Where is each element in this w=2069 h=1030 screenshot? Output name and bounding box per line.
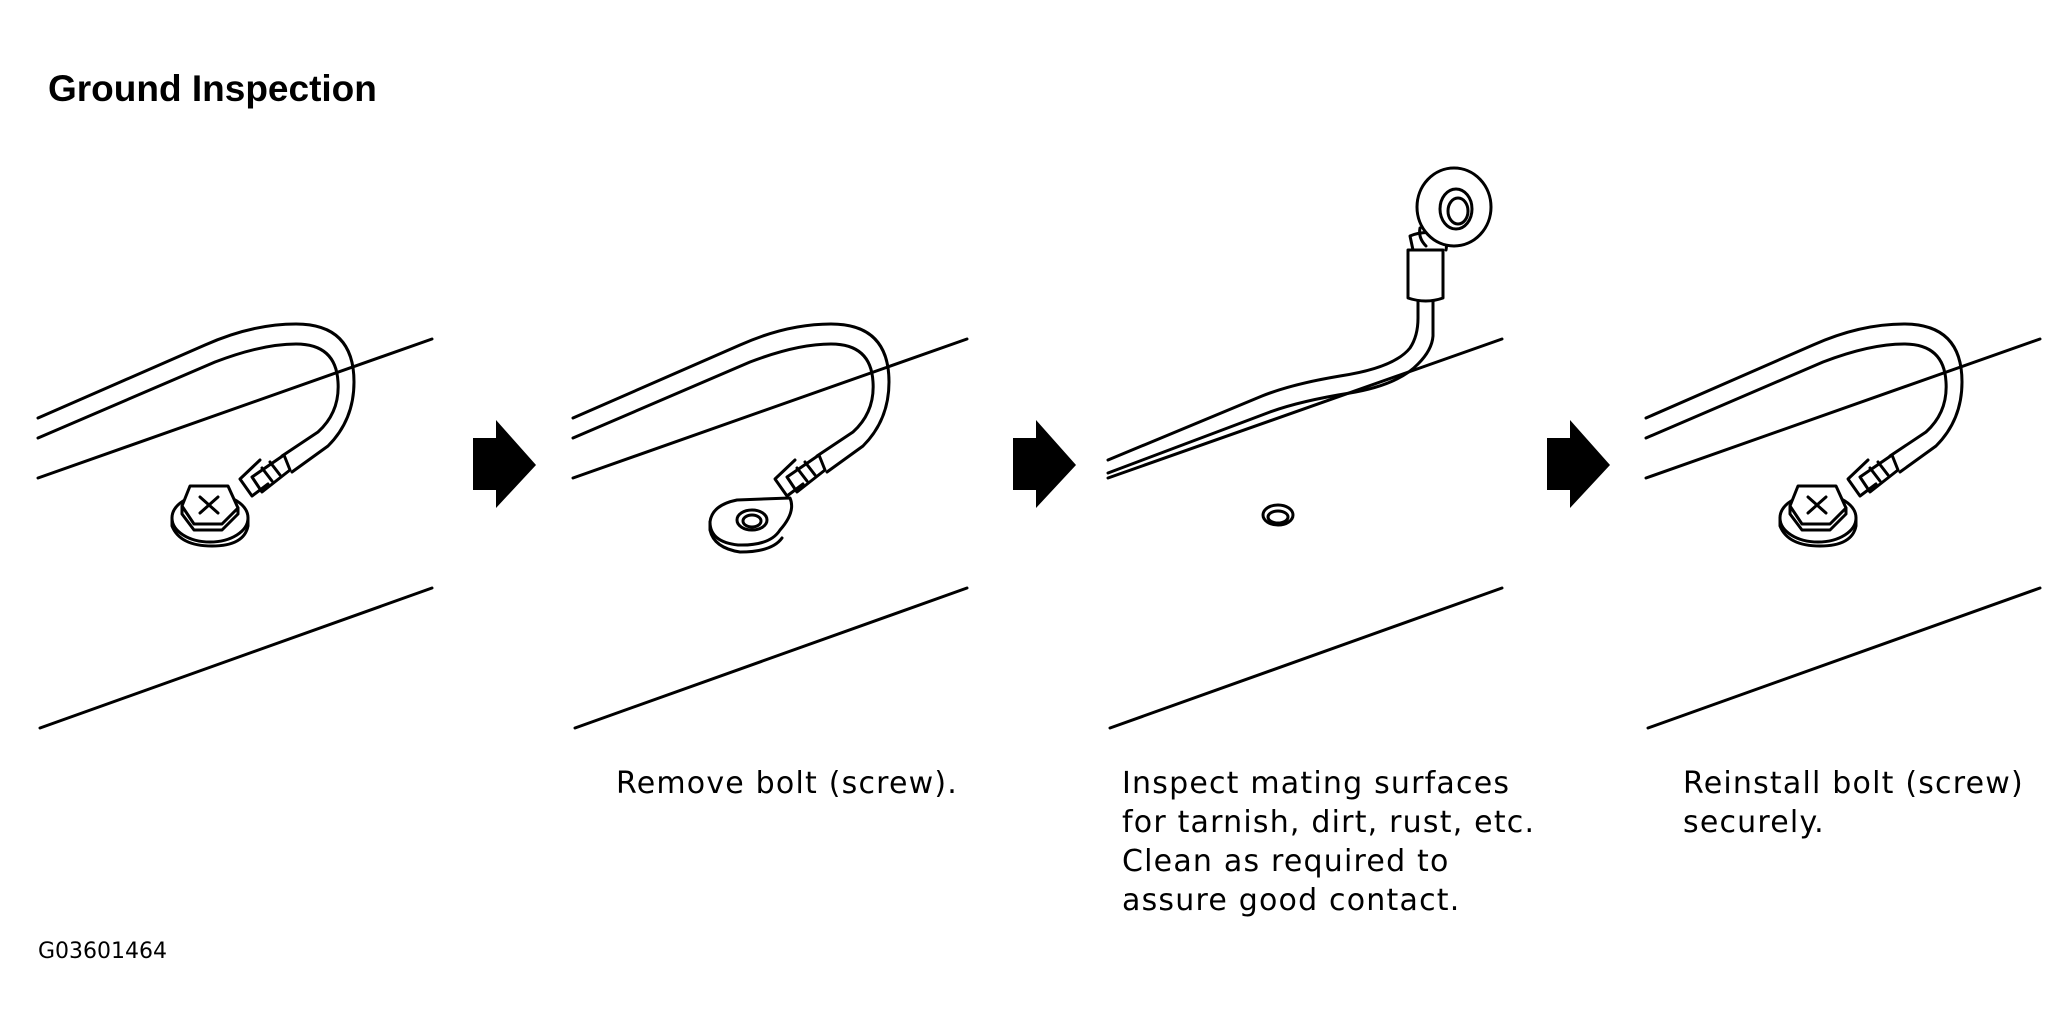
caption-line: Clean as required to: [1122, 844, 1450, 879]
caption-line: assure good contact.: [1122, 883, 1461, 918]
caption-line: securely.: [1683, 805, 1825, 840]
ring-terminal-icon: [708, 496, 794, 554]
bolt-hole-icon: [1261, 503, 1295, 527]
step-2-caption: Remove bolt (screw).: [616, 764, 958, 803]
caption-line: Reinstall bolt (screw): [1683, 766, 2024, 801]
right-arrow-icon: [473, 420, 536, 508]
caption-line: for tarnish, dirt, rust, etc.: [1122, 805, 1536, 840]
diagram-title: Ground Inspection: [48, 68, 377, 109]
step-4-caption: Reinstall bolt (screw) securely.: [1683, 764, 2024, 842]
bolt-icon: [1778, 484, 1858, 548]
figure-id: G03601464: [38, 939, 168, 964]
step-3-illustration: [1106, 337, 1504, 730]
caption-line: Remove bolt (screw).: [616, 766, 959, 801]
step-4-illustration: [1644, 322, 2042, 730]
ring-terminal-icon: [1408, 166, 1493, 252]
step-1-illustration: [36, 322, 434, 730]
bolt-icon: [170, 484, 250, 548]
lifted-wire: [1106, 248, 1445, 475]
right-arrow-icon: [1013, 420, 1076, 508]
caption-line: Inspect mating surfaces: [1122, 766, 1511, 801]
step-3-caption: Inspect mating surfaces for tarnish, dir…: [1122, 764, 1535, 920]
right-arrow-icon: [1547, 420, 1610, 508]
